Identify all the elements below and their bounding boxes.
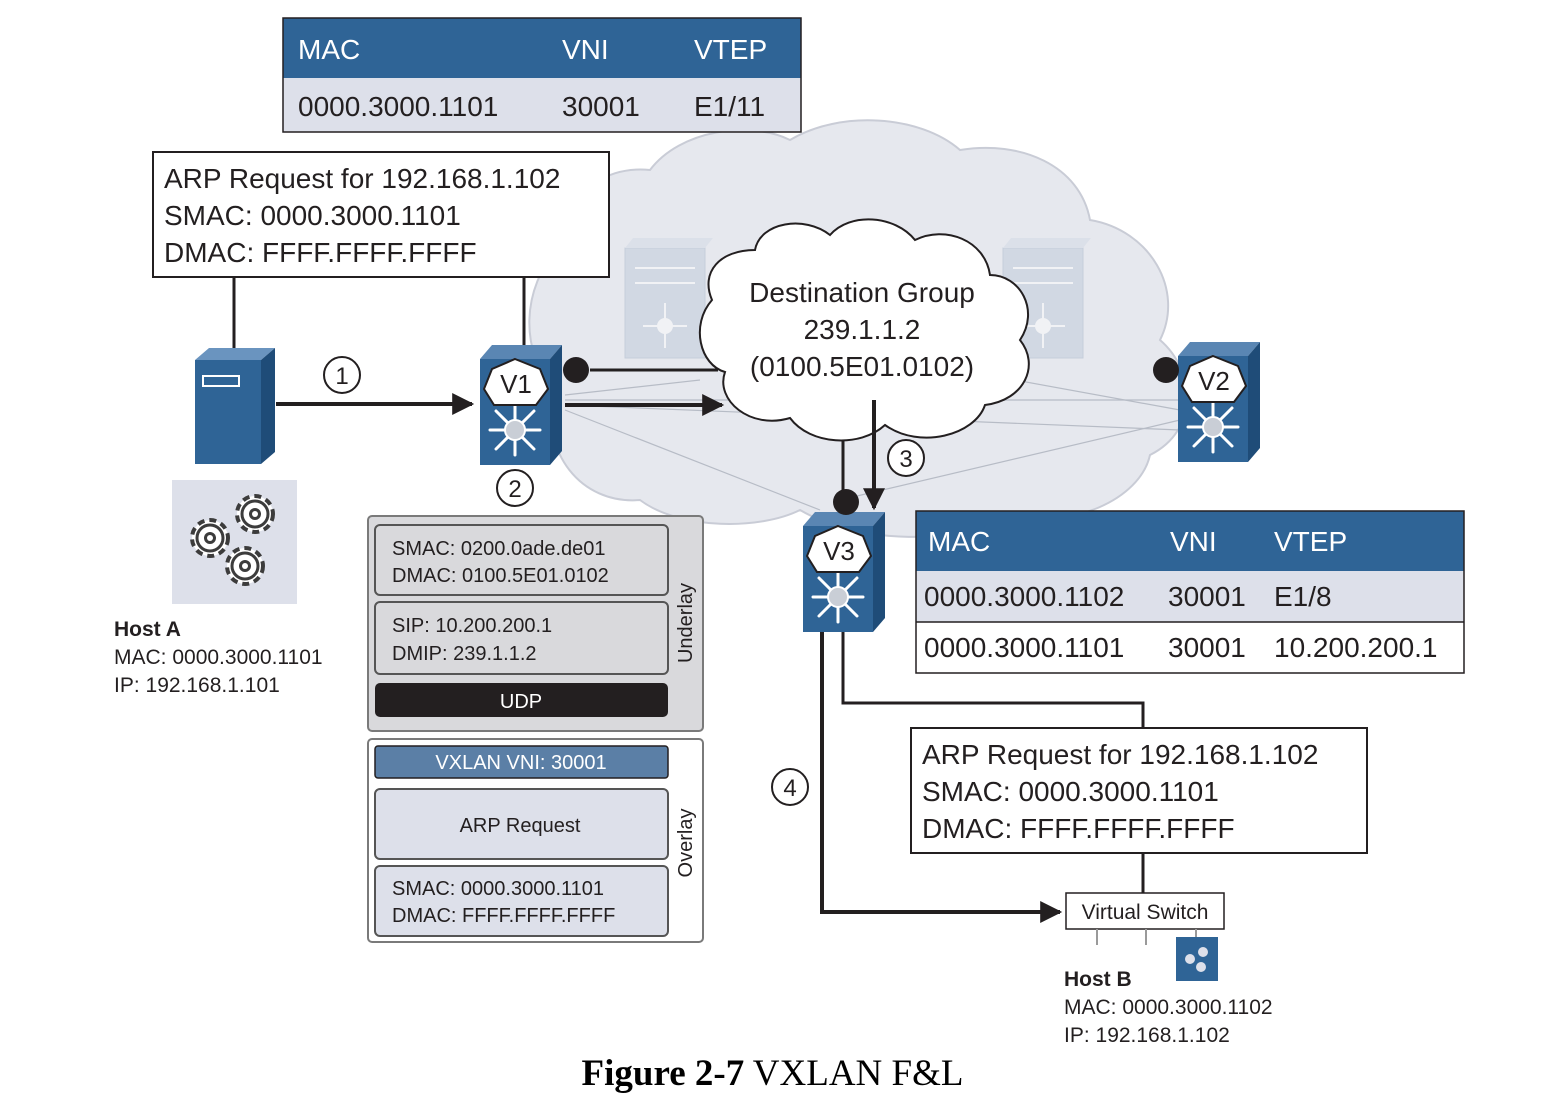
- mac-table-top-header-mac: MAC: [298, 34, 360, 65]
- v1-join-dot: [563, 357, 589, 383]
- v3-to-arp-box-link: [841, 632, 1145, 728]
- figure-caption-label: Figure 2-7: [581, 1053, 745, 1094]
- mac-table-top: MAC VNI VTEP 0000.3000.1101 30001 E1/11: [282, 17, 802, 133]
- cloud-line-1: Destination Group: [749, 277, 975, 308]
- arp-right-line-3: DMAC: FFFF.FFFF.FFFF: [922, 813, 1235, 844]
- spine-switch-1: [624, 238, 713, 359]
- outer-dmac: DMAC: 0100.5E01.0102: [392, 565, 609, 587]
- mac-table-top-cell: 30001: [562, 91, 640, 122]
- vtep-v1-switch: V1: [478, 343, 564, 467]
- host-a-mac: MAC: 0000.3000.1101: [114, 646, 323, 669]
- overlay-label: Overlay: [675, 809, 697, 878]
- host-a-ip: IP: 192.168.1.101: [114, 674, 280, 697]
- underlay-label: Underlay: [675, 583, 697, 663]
- vtep-v2-switch: V2: [1176, 340, 1262, 464]
- gear-icon: [235, 494, 275, 534]
- host-b-mac: MAC: 0000.3000.1102: [1064, 996, 1273, 1019]
- mac-table-right-cell: 0000.3000.1102: [924, 581, 1124, 612]
- host-a-app-icon: [172, 480, 297, 604]
- host-b-vm-icon: [1176, 937, 1218, 981]
- vtep-v3-label: V3: [823, 536, 855, 566]
- arp-left-line-1: ARP Request for 192.168.1.102: [164, 163, 560, 194]
- arp-request-box-right: ARP Request for 192.168.1.102 SMAC: 0000…: [910, 727, 1368, 893]
- vxlan-header: VXLAN VNI: 30001: [435, 752, 606, 774]
- gear-icon: [225, 546, 265, 586]
- udp-header: UDP: [500, 691, 542, 713]
- host-b-name: Host B: [1064, 968, 1132, 991]
- mac-table-right: MAC VNI VTEP 0000.3000.1102 30001 E1/8 0…: [915, 510, 1465, 674]
- host-a-name: Host A: [114, 618, 181, 641]
- v3-join-dot: [833, 489, 859, 515]
- mac-table-right-cell: E1/8: [1274, 581, 1332, 612]
- svg-text:4: 4: [783, 775, 796, 802]
- inner-smac: SMAC: 0000.3000.1101: [392, 878, 604, 900]
- arp-request-box-left: ARP Request for 192.168.1.102 SMAC: 0000…: [152, 151, 610, 355]
- mac-table-right-header-vtep: VTEP: [1274, 526, 1347, 557]
- mac-table-top-cell: 0000.3000.1101: [298, 91, 498, 122]
- mac-table-top-header-vtep: VTEP: [694, 34, 767, 65]
- virtual-switch-label: Virtual Switch: [1082, 901, 1209, 924]
- arp-right-line-1: ARP Request for 192.168.1.102: [922, 739, 1318, 770]
- outer-sip: SIP: 10.200.200.1: [392, 615, 552, 637]
- mac-table-right-header-vni: VNI: [1170, 526, 1217, 557]
- mac-table-right-header-mac: MAC: [928, 526, 990, 557]
- inner-dmac: DMAC: FFFF.FFFF.FFFF: [392, 905, 615, 927]
- arp-left-line-2: SMAC: 0000.3000.1101: [164, 200, 461, 231]
- svg-text:2: 2: [508, 476, 521, 503]
- inner-arp-payload: ARP Request: [460, 815, 581, 837]
- arp-right-line-2: SMAC: 0000.3000.1101: [922, 776, 1219, 807]
- mac-table-right-cell: 30001: [1168, 581, 1246, 612]
- mac-table-top-cell: E1/11: [694, 91, 765, 122]
- destination-group-cloud: Destination Group 239.1.1.2 (0100.5E01.0…: [698, 218, 1030, 442]
- mac-table-right-cell: 10.200.200.1: [1274, 632, 1438, 663]
- arp-left-line-3: DMAC: FFFF.FFFF.FFFF: [164, 237, 477, 268]
- v2-join-dot: [1153, 357, 1179, 383]
- figure-caption: Figure 2-7 VXLAN F&L: [0, 1052, 1545, 1095]
- cloud-line-2: 239.1.1.2: [804, 314, 921, 345]
- vtep-v2-label: V2: [1198, 366, 1230, 396]
- step-4-badge: 4: [771, 768, 809, 806]
- svg-text:1: 1: [335, 363, 348, 390]
- virtual-switch: Virtual Switch: [1065, 892, 1225, 945]
- figure-caption-text: VXLAN F&L: [752, 1053, 964, 1094]
- mac-table-right-cell: 0000.3000.1101: [924, 632, 1124, 663]
- step-1-badge: 1: [323, 356, 361, 394]
- packet-overlay-section: VXLAN VNI: 30001 ARP Request SMAC: 0000.…: [367, 738, 704, 943]
- mac-table-right-cell: 30001: [1168, 632, 1246, 663]
- gear-icon: [190, 518, 230, 558]
- mac-table-top-header-vni: VNI: [562, 34, 609, 65]
- outer-smac: SMAC: 0200.0ade.de01: [392, 538, 606, 560]
- step-2-badge: 2: [496, 469, 534, 507]
- packet-underlay-section: SMAC: 0200.0ade.de01 DMAC: 0100.5E01.010…: [367, 515, 704, 732]
- vtep-v1-label: V1: [500, 369, 532, 399]
- host-a-server-icon: [195, 348, 275, 464]
- host-b-ip: IP: 192.168.1.102: [1064, 1024, 1230, 1047]
- step-3-badge: 3: [887, 439, 925, 477]
- step-4-arrow: [820, 632, 1063, 923]
- cloud-line-3: (0100.5E01.0102): [750, 351, 974, 382]
- outer-dip: DMIP: 239.1.1.2: [392, 643, 537, 665]
- vtep-v3-switch: V3: [801, 510, 887, 634]
- svg-text:3: 3: [899, 446, 912, 473]
